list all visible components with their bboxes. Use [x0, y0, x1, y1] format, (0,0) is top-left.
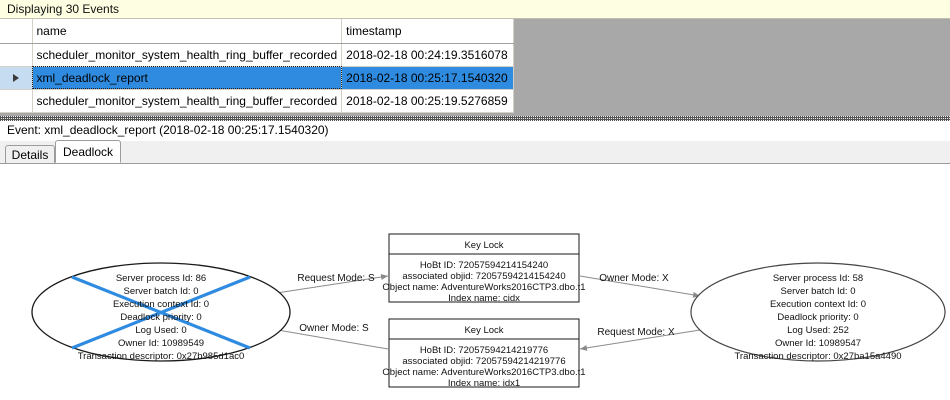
- cell-name[interactable]: scheduler_monitor_system_health_ring_buf…: [32, 43, 343, 67]
- table-row[interactable]: scheduler_monitor_system_health_ring_buf…: [0, 43, 515, 67]
- keylock-bottom-line-0: HoBt ID: 72057594214219776: [420, 345, 548, 356]
- current-row-triangle-icon: [12, 73, 19, 82]
- process-right-line-1: Server batch Id: 0: [781, 286, 856, 297]
- edge-right-owner-label: Owner Mode: X: [599, 273, 669, 284]
- process-node-right-ellipse: [690, 262, 946, 362]
- process-right-line-0: Server process Id: 58: [773, 273, 863, 284]
- keylock-bottom-box: [388, 318, 580, 388]
- row-selector-inner: [0, 44, 31, 66]
- horizontal-splitter[interactable]: [0, 116, 950, 121]
- keylock-top-line-2: Object name: AdventureWorks2016CTP3.dbo.…: [382, 282, 585, 293]
- detail-tab-strip: Details Deadlock: [0, 140, 950, 164]
- process-left-line-6: Transaction descriptor: 0x27b985d1ac0: [78, 351, 245, 362]
- cell-timestamp[interactable]: 2018-02-18 00:25:19.5276859: [341, 89, 515, 113]
- edge-left-owner: Owner Mode: S: [271, 323, 389, 350]
- events-table: name timestamp scheduler_monitor_system_…: [0, 19, 515, 113]
- row-selector-cell[interactable]: [0, 89, 33, 113]
- process-left-line-1: Server batch Id: 0: [124, 286, 199, 297]
- cell-name[interactable]: scheduler_monitor_system_health_ring_buf…: [32, 89, 343, 113]
- cell-timestamp[interactable]: 2018-02-18 00:25:17.1540320: [341, 66, 515, 90]
- process-left-line-5: Owner Id: 10989549: [118, 338, 204, 349]
- process-right-line-5: Owner Id: 10989547: [775, 338, 861, 349]
- keylock-top-line-0: HoBt ID: 72057594214154240: [420, 260, 548, 271]
- cell-timestamp[interactable]: 2018-02-18 00:24:19.3516078: [341, 43, 515, 67]
- edge-left-owner-label: Owner Mode: S: [299, 323, 369, 334]
- event-detail-title: Event: xml_deadlock_report (2018-02-18 0…: [0, 121, 950, 139]
- victim-cross-icon: [71, 275, 251, 350]
- keylock-bottom-title: Key Lock: [464, 325, 503, 336]
- column-header-selector: [0, 19, 33, 44]
- events-table-body: scheduler_monitor_system_health_ring_buf…: [0, 43, 515, 113]
- row-selector-cell[interactable]: [0, 43, 33, 67]
- table-row[interactable]: scheduler_monitor_system_health_ring_buf…: [0, 89, 515, 113]
- tab-deadlock[interactable]: Deadlock: [55, 140, 121, 163]
- cell-name[interactable]: xml_deadlock_report: [32, 66, 343, 90]
- process-left-line-0: Server process Id: 86: [116, 273, 206, 284]
- edge-left-request-label: Request Mode: S: [297, 273, 375, 284]
- keylock-bottom-line-2: Object name: AdventureWorks2016CTP3.dbo.…: [382, 367, 585, 378]
- keylock-top-line-1: associated objid: 72057594214154240: [402, 271, 565, 282]
- keylock-top-box: [388, 233, 580, 303]
- resource-node-keylock-top[interactable]: Key Lock HoBt ID: 72057594214154240 asso…: [382, 233, 586, 304]
- events-grid[interactable]: name timestamp scheduler_monitor_system_…: [0, 19, 950, 116]
- resource-node-keylock-bottom[interactable]: Key Lock HoBt ID: 72057594214219776 asso…: [382, 318, 586, 389]
- events-header-row: name timestamp: [0, 19, 515, 44]
- column-header-timestamp[interactable]: timestamp: [341, 19, 515, 44]
- tab-details[interactable]: Details: [5, 145, 55, 163]
- event-detail-title-label: Event: xml_deadlock_report (2018-02-18 0…: [7, 123, 329, 137]
- process-left-line-4: Log Used: 0: [135, 325, 186, 336]
- edge-right-request-label: Request Mode: X: [597, 327, 675, 338]
- process-left-line-3: Deadlock priority: 0: [120, 312, 201, 323]
- row-selector-inner: [0, 67, 31, 89]
- row-selector-cell[interactable]: [0, 66, 33, 90]
- process-node-right[interactable]: Server process Id: 58 Server batch Id: 0…: [690, 262, 946, 362]
- deadlock-graph-canvas[interactable]: Request Mode: S Owner Mode: S Owner Mode…: [0, 164, 950, 400]
- process-right-line-2: Execution context Id: 0: [770, 299, 866, 310]
- edge-left-request: Request Mode: S: [269, 273, 389, 295]
- displaying-events-label: Displaying 30 Events: [7, 2, 120, 16]
- events-table-head: name timestamp: [0, 19, 515, 44]
- deadlock-graph-svg: Request Mode: S Owner Mode: S Owner Mode…: [31, 233, 946, 389]
- keylock-bottom-line-1: associated objid: 72057594214219776: [402, 356, 565, 367]
- process-left-line-2: Execution context Id: 0: [113, 299, 209, 310]
- keylock-top-title: Key Lock: [464, 240, 503, 251]
- tab-deadlock-label: Deadlock: [62, 144, 114, 159]
- row-selector-inner: [0, 90, 31, 112]
- edge-right-request: Request Mode: X: [579, 327, 701, 351]
- keylock-bottom-line-3: Index name: idx1: [448, 378, 520, 389]
- process-node-left[interactable]: Server process Id: 86 Server batch Id: 0…: [31, 262, 291, 362]
- tab-details-label: Details: [11, 147, 49, 162]
- edge-right-owner: Owner Mode: X: [579, 273, 701, 298]
- table-row-selected[interactable]: xml_deadlock_report 2018-02-18 00:25:17.…: [0, 66, 515, 90]
- process-right-line-3: Deadlock priority: 0: [777, 312, 858, 323]
- process-right-line-6: Transaction descriptor: 0x27ba15a4490: [734, 351, 901, 362]
- column-header-name[interactable]: name: [32, 19, 343, 44]
- displaying-events-bar: Displaying 30 Events: [0, 0, 950, 19]
- keylock-top-line-3: Index name: cidx: [448, 293, 520, 304]
- process-right-line-4: Log Used: 252: [787, 325, 849, 336]
